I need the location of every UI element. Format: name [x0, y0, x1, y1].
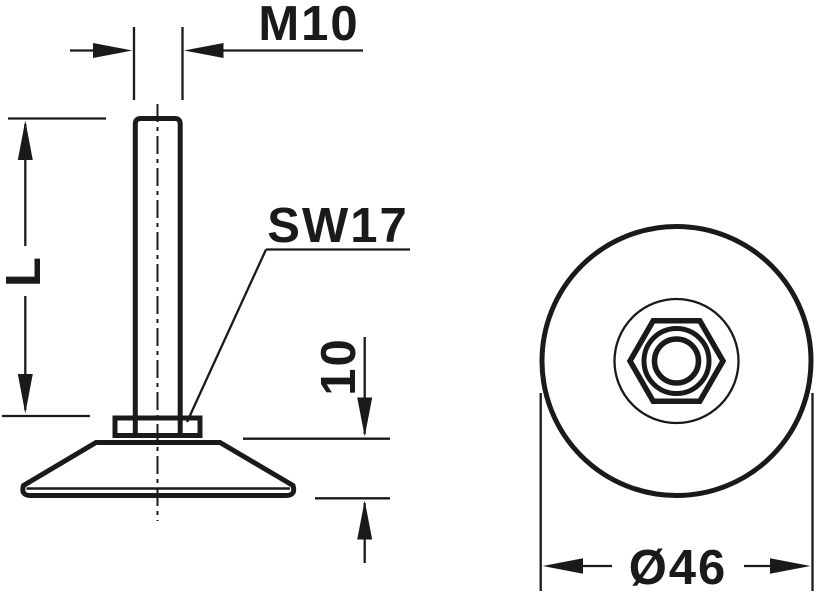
base-diameter-label: Ø46	[629, 541, 728, 592]
base-height-dimension: 10	[243, 337, 390, 563]
thread-bore-circle	[651, 336, 702, 386]
l-dimension: L	[0, 117, 106, 418]
m10-arrowhead-right	[184, 43, 224, 58]
nut-chamfer-circle	[641, 326, 712, 396]
m10-dimension: M10	[70, 0, 363, 100]
base-height-label: 10	[312, 337, 366, 396]
base-recess-circle	[613, 297, 740, 425]
hex-nut-side	[112, 415, 203, 438]
hex-nut-outline	[626, 317, 727, 405]
height10-arrowhead-down	[357, 397, 373, 437]
m10-label: M10	[258, 0, 359, 51]
side-view	[20, 104, 297, 521]
l-arrowhead-down	[17, 374, 33, 414]
sw17-leader-line	[185, 249, 268, 423]
base-profile	[20, 440, 297, 498]
dia46-arrowhead-right	[770, 558, 811, 574]
sw17-label: SW17	[267, 199, 408, 253]
top-view	[539, 224, 814, 498]
diameter-dimension: Ø46	[539, 393, 814, 592]
sw17-callout: SW17	[185, 199, 410, 423]
dia46-arrowhead-left	[542, 558, 583, 574]
m10-arrowhead-left	[93, 43, 133, 58]
l-label: L	[0, 255, 51, 287]
base-outer-circle	[539, 224, 814, 498]
